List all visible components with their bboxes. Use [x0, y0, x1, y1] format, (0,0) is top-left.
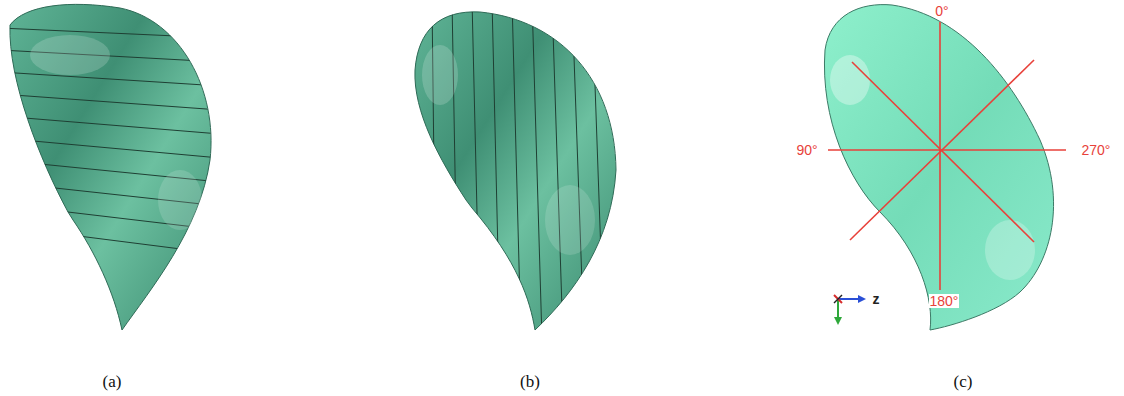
blade-b: [415, 0, 616, 340]
panel-label: (a): [103, 373, 122, 390]
angle-label: 0°: [934, 4, 949, 18]
angle-label: 90°: [795, 143, 818, 157]
angle-label: 180°: [929, 294, 960, 308]
angle-label: 270°: [1081, 143, 1112, 157]
axis-label: z: [873, 292, 880, 306]
axis-triad: [834, 295, 866, 325]
blade-c: [824, 5, 1053, 330]
blade-a: [0, 4, 220, 330]
panel-label: (c): [954, 373, 973, 390]
panel-label: (b): [520, 373, 540, 390]
direction-lines: [828, 22, 1066, 290]
